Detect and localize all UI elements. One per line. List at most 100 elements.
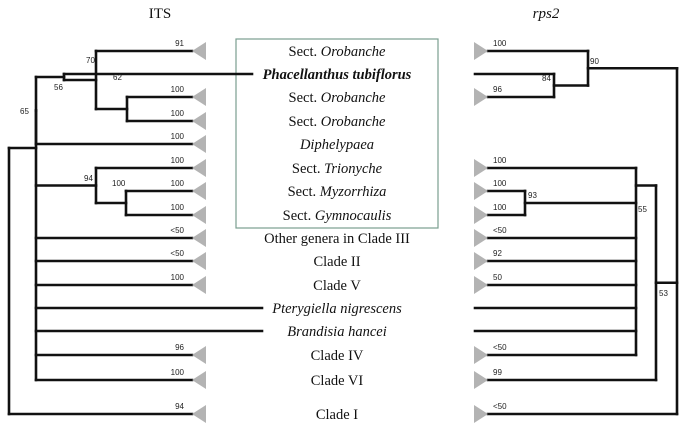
its-collapsed-clade-c2 bbox=[192, 252, 206, 270]
taxon-name: Clade IV bbox=[311, 348, 364, 364]
its-tip-support-diph: 100 bbox=[171, 132, 185, 141]
taxon-name: Orobanche bbox=[321, 114, 386, 130]
taxon-name: Phacellanthus tubiflorus bbox=[263, 67, 412, 83]
its-collapsed-clade-orob3 bbox=[192, 112, 206, 130]
rps2-collapsed-clade-c4 bbox=[474, 346, 488, 364]
its-tip-support-c6: 100 bbox=[171, 368, 185, 377]
taxon-label-diph: Diphelypaea bbox=[299, 137, 374, 153]
its-collapsed-clade-c1 bbox=[192, 405, 206, 423]
taxon-label-bran: Brandisia hancei bbox=[287, 324, 386, 340]
taxon-label-other: Other genera in Clade III bbox=[264, 231, 410, 247]
rps2-tip-support-myzo: 100 bbox=[493, 179, 507, 188]
taxon-name: Orobanche bbox=[321, 44, 386, 60]
rps2-collapsed-clade-orob2 bbox=[474, 88, 488, 106]
its-tip-support-myzo: 100 bbox=[171, 179, 185, 188]
rps2-tip-support-orob1: 100 bbox=[493, 39, 507, 48]
its-tip-support-trio: 100 bbox=[171, 156, 185, 165]
taxon-name: Gymnocaulis bbox=[315, 208, 392, 224]
its-collapsed-clade-gymn bbox=[192, 206, 206, 224]
taxon-name: Trionyche bbox=[324, 161, 383, 177]
rps2-tip-support-c4: <50 bbox=[493, 343, 507, 352]
rps2-collapsed-clade-c6 bbox=[474, 371, 488, 389]
its-tip-support-c1: 94 bbox=[175, 402, 184, 411]
taxon-label-gymn: Sect. Gymnocaulis bbox=[283, 208, 392, 224]
taxon-label-orob3: Sect. Orobanche bbox=[289, 114, 386, 130]
rps2-collapsed-clade-orob1 bbox=[474, 42, 488, 60]
taxon-name: Pterygiella nigrescens bbox=[271, 301, 402, 317]
rps2-tip-support-c6: 99 bbox=[493, 368, 502, 377]
taxon-name: Clade II bbox=[313, 254, 360, 270]
its-collapsed-clade-c6 bbox=[192, 371, 206, 389]
taxon-label-orob2: Sect. Orobanche bbox=[289, 90, 386, 106]
rps2-tip-support-orob2: 96 bbox=[493, 85, 502, 94]
its-tip-support-other: <50 bbox=[170, 226, 184, 235]
its-tip-support-orob2: 100 bbox=[171, 85, 185, 94]
rps2-collapsed-clade-myzo bbox=[474, 182, 488, 200]
taxon-prefix: Sect. bbox=[289, 114, 321, 130]
its-collapsed-clade-trio bbox=[192, 159, 206, 177]
taxon-prefix: Sect. bbox=[283, 208, 315, 224]
taxon-name: Clade VI bbox=[311, 373, 364, 389]
rps2-node-support-n90: 90 bbox=[590, 57, 599, 66]
its-collapsed-clade-orob1 bbox=[192, 42, 206, 60]
rps2-node-support-n55: 55 bbox=[638, 205, 647, 214]
its-tip-support-c4: 96 bbox=[175, 343, 184, 352]
taxon-prefix: Sect. bbox=[288, 184, 320, 200]
rps2-tip-support-c1: <50 bbox=[493, 402, 507, 411]
taxon-name: Other genera in Clade III bbox=[264, 231, 410, 247]
taxon-label-c5: Clade V bbox=[313, 278, 361, 294]
rps2-node-support-n93: 93 bbox=[528, 191, 537, 200]
its-tip-support-orob1: 91 bbox=[175, 39, 184, 48]
rps2-tip-support-gymn: 100 bbox=[493, 203, 507, 212]
its-node-support-n62: 62 bbox=[113, 73, 122, 82]
taxon-label-orob1: Sect. Orobanche bbox=[289, 44, 386, 60]
rps2-collapsed-clade-c5 bbox=[474, 276, 488, 294]
taxon-prefix: Sect. bbox=[289, 44, 321, 60]
its-tree: 91 100 100 100 100 100 100 <50 <50 100 96 100 94 62 70… bbox=[7, 39, 264, 423]
its-node-support-n56: 56 bbox=[54, 83, 63, 92]
its-node-support-n65: 65 bbox=[20, 107, 29, 116]
rps2-tree-title: rps2 bbox=[533, 6, 560, 22]
rps2-tip-support-other: <50 bbox=[493, 226, 507, 235]
taxon-name: Clade I bbox=[316, 407, 358, 423]
taxon-name: Myzorrhiza bbox=[319, 184, 387, 200]
rps2-collapsed-clade-trio bbox=[474, 159, 488, 177]
taxon-label-myzo: Sect. Myzorrhiza bbox=[288, 184, 387, 200]
taxon-name: Clade V bbox=[313, 278, 361, 294]
taxon-name: Orobanche bbox=[321, 90, 386, 106]
taxon-label-phac: Phacellanthus tubiflorus bbox=[263, 67, 412, 83]
its-collapsed-clade-diph bbox=[192, 135, 206, 153]
its-collapsed-clade-orob2 bbox=[192, 88, 206, 106]
taxon-label-c4: Clade IV bbox=[311, 348, 364, 364]
its-tip-support-orob3: 100 bbox=[171, 109, 185, 118]
its-tip-support-gymn: 100 bbox=[171, 203, 185, 212]
its-node-support-n100: 100 bbox=[112, 179, 126, 188]
taxon-label-c6: Clade VI bbox=[311, 373, 364, 389]
rps2-collapsed-clade-c1 bbox=[474, 405, 488, 423]
its-tree-title: ITS bbox=[149, 6, 172, 22]
taxon-name: Diphelypaea bbox=[299, 137, 374, 153]
its-collapsed-clade-c4 bbox=[192, 346, 206, 364]
taxon-label-c2: Clade II bbox=[313, 254, 360, 270]
taxon-label-pter: Pterygiella nigrescens bbox=[271, 301, 402, 317]
taxon-label-c1: Clade I bbox=[316, 407, 358, 423]
rps2-tip-support-trio: 100 bbox=[493, 156, 507, 165]
its-node-support-n94: 94 bbox=[84, 174, 93, 183]
its-collapsed-clade-myzo bbox=[192, 182, 206, 200]
its-tip-support-c2: <50 bbox=[170, 249, 184, 258]
taxon-prefix: Sect. bbox=[289, 90, 321, 106]
rps2-collapsed-clade-gymn bbox=[474, 206, 488, 224]
rps2-collapsed-clade-c2 bbox=[474, 252, 488, 270]
rps2-tip-support-c5: 50 bbox=[493, 273, 502, 282]
orobanche-group-box bbox=[235, 38, 439, 229]
rps2-node-support-n53: 53 bbox=[659, 289, 668, 298]
its-tip-support-c5: 100 bbox=[171, 273, 185, 282]
its-collapsed-clade-c5 bbox=[192, 276, 206, 294]
its-node-support-n70: 70 bbox=[86, 56, 95, 65]
its-collapsed-clade-other bbox=[192, 229, 206, 247]
rps2-node-support-n84: 84 bbox=[542, 74, 551, 83]
